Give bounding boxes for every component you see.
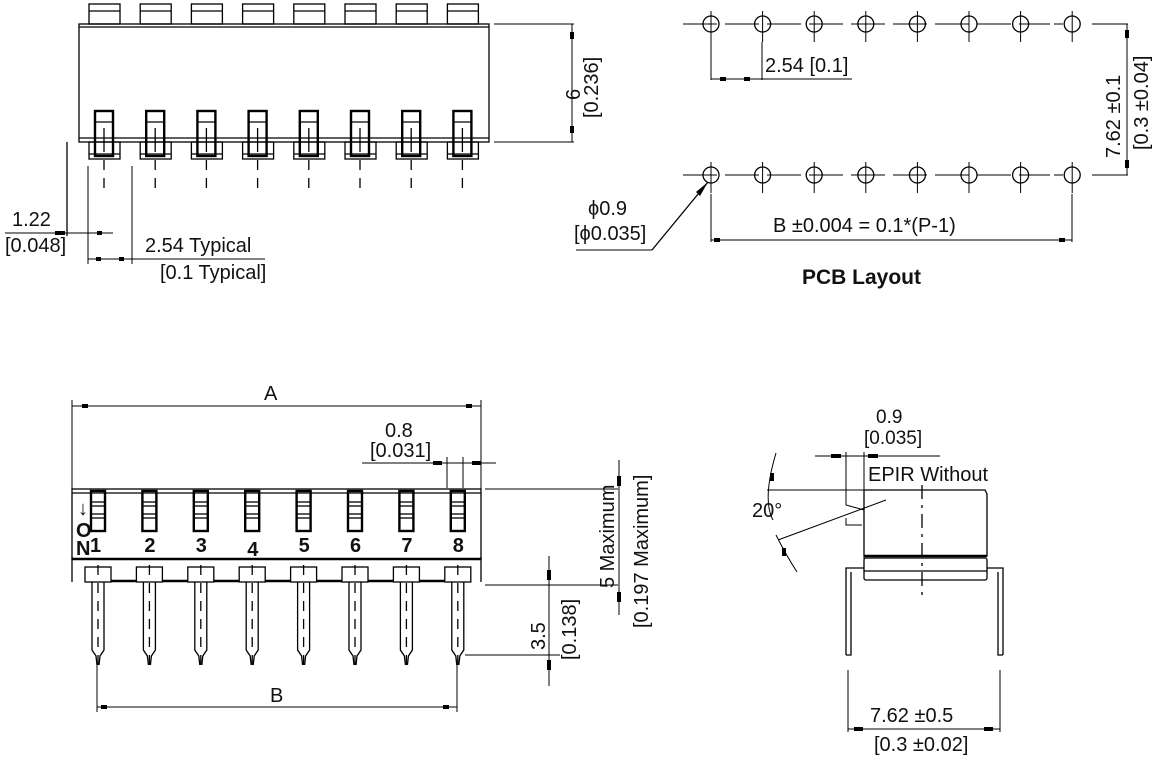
front-view: A 0.8 [0.031] 1 2 3 4 5 6 7 8 ↓ O N 5 Maximum [… (71, 383, 653, 712)
pcb-hole-r1-7 (1011, 11, 1030, 42)
top-pin-4 (241, 109, 275, 192)
front-pin-5 (289, 565, 342, 666)
gap-label-in: [0.031] (370, 440, 431, 462)
top-view-pins (88, 109, 480, 192)
top-view: 6 [0.236] 1.22 [0.048] 2.54 Typical [0.1… (5, 3, 603, 284)
front-switch-3 (192, 489, 210, 533)
hole-label-in: [ϕ0.035] (574, 223, 646, 245)
pin-length-label-in: [0.138] (559, 599, 581, 660)
pcb-layout: 2.54 [0.1] 7.62 ±0.1 [0.3 ±0.04] ϕ0.9 [ϕ… (574, 11, 1153, 289)
front-switch-8 (449, 489, 466, 533)
pcb-hole-r1-2 (753, 11, 772, 42)
pcb-hole-r2-4 (857, 162, 875, 193)
span-label: B ±0.004 = 0.1*(P-1) (773, 215, 956, 237)
switch-number-3: 3 (196, 535, 207, 557)
edge-offset-label-in: [0.048] (5, 235, 66, 257)
top-switch-3 (190, 3, 224, 25)
offset-label-in: [0.035] (864, 428, 922, 449)
angle-label: 20° (752, 500, 782, 522)
on-arrow-icon: ↓ (78, 498, 88, 520)
pcb-hole-r1-6 (960, 11, 978, 42)
top-pin-7 (395, 109, 428, 192)
pitch-label: 2.54 Typical (145, 235, 251, 257)
row-spacing-label-in: [0.3 ±0.04] (1131, 56, 1153, 150)
pcb-hole-r2-1 (702, 162, 720, 193)
front-switch-4 (243, 489, 261, 533)
pcb-hole-r2-3 (805, 162, 823, 193)
top-pin-3 (190, 109, 224, 192)
pcb-pitch-label: 2.54 [0.1] (765, 55, 848, 77)
pcb-hole-r2-8 (1063, 162, 1081, 193)
top-switch-5 (293, 3, 326, 25)
top-pin-2 (139, 109, 172, 192)
side-span-label-in: [0.3 ±0.02] (874, 734, 968, 756)
front-switch-6 (346, 489, 364, 533)
top-height-label: 6 (563, 89, 585, 100)
top-pin-5 (293, 109, 326, 192)
pcb-hole-r2-6 (960, 162, 978, 193)
pcb-hole-r1-3 (805, 11, 823, 42)
pcb-hole-r1-8 (1063, 11, 1081, 42)
front-switch-5 (295, 489, 312, 533)
top-switch-1 (88, 3, 121, 25)
on-marker-n: N (76, 538, 90, 560)
switch-number-7: 7 (401, 535, 412, 557)
pcb-hole-r1-1 (702, 11, 720, 42)
front-pins (84, 565, 472, 666)
row-spacing-label: 7.62 ±0.1 (1103, 75, 1125, 158)
top-switch-7 (395, 3, 428, 25)
switch-number-2: 2 (144, 535, 155, 557)
front-pin-1 (84, 565, 136, 666)
top-switch-2 (139, 3, 172, 25)
front-switch-7 (398, 489, 415, 533)
pcb-hole-r2-7 (1011, 162, 1030, 193)
hole-label: ϕ0.9 (588, 198, 627, 220)
front-pin-2 (135, 565, 188, 666)
on-marker-o: O (76, 520, 92, 542)
front-pin-6 (341, 565, 393, 666)
top-actuator-tabs (88, 3, 480, 25)
pcb-hole-r2-2 (753, 162, 772, 193)
width-label-a: A (264, 383, 278, 405)
front-switch-2 (141, 489, 158, 533)
top-pin-1 (88, 109, 121, 192)
top-switch-8 (446, 3, 480, 25)
pcb-hole-r1-4 (857, 11, 875, 42)
max-height-label: 5 Maximum (597, 485, 619, 588)
pcb-holes (683, 11, 1081, 193)
top-view-body (78, 23, 490, 143)
gap-label: 0.8 (385, 420, 413, 442)
switch-number-4: 4 (247, 539, 259, 561)
top-pin-6 (344, 109, 377, 192)
pcb-hole-r1-5 (908, 11, 927, 42)
pin-length-label: 3.5 (528, 622, 550, 650)
offset-label: 0.9 (876, 407, 902, 428)
top-switch-6 (344, 3, 377, 25)
switch-number-8: 8 (453, 535, 464, 557)
front-pin-4 (238, 565, 291, 666)
switch-number-6: 6 (350, 535, 361, 557)
pcb-hole-r2-5 (908, 162, 927, 193)
pcb-layout-title: PCB Layout (802, 266, 921, 289)
front-pin-8 (444, 565, 472, 666)
switch-number-5: 5 (299, 535, 310, 557)
front-pin-3 (187, 565, 239, 666)
front-switch-1 (89, 489, 107, 533)
epir-note: EPIR Without (868, 464, 988, 486)
edge-offset-label: 1.22 (12, 209, 51, 231)
switch-number-1: 1 (90, 535, 101, 557)
max-height-label-in: [0.197 Maximum] (631, 475, 653, 628)
front-pin-7 (392, 565, 445, 666)
top-switch-4 (241, 3, 275, 25)
front-switches: 1 2 3 4 5 6 7 8 (89, 489, 466, 561)
top-height-label-in: [0.236] (581, 57, 603, 118)
pitch-label-in: [0.1 Typical] (160, 262, 266, 284)
side-span-label: 7.62 ±0.5 (870, 705, 953, 727)
top-pin-8 (446, 109, 480, 192)
side-view: 0.9 [0.035] EPIR Without 20° 7.62 ±0.5 [… (752, 407, 1004, 756)
pin-span-label-b: B (270, 685, 283, 707)
